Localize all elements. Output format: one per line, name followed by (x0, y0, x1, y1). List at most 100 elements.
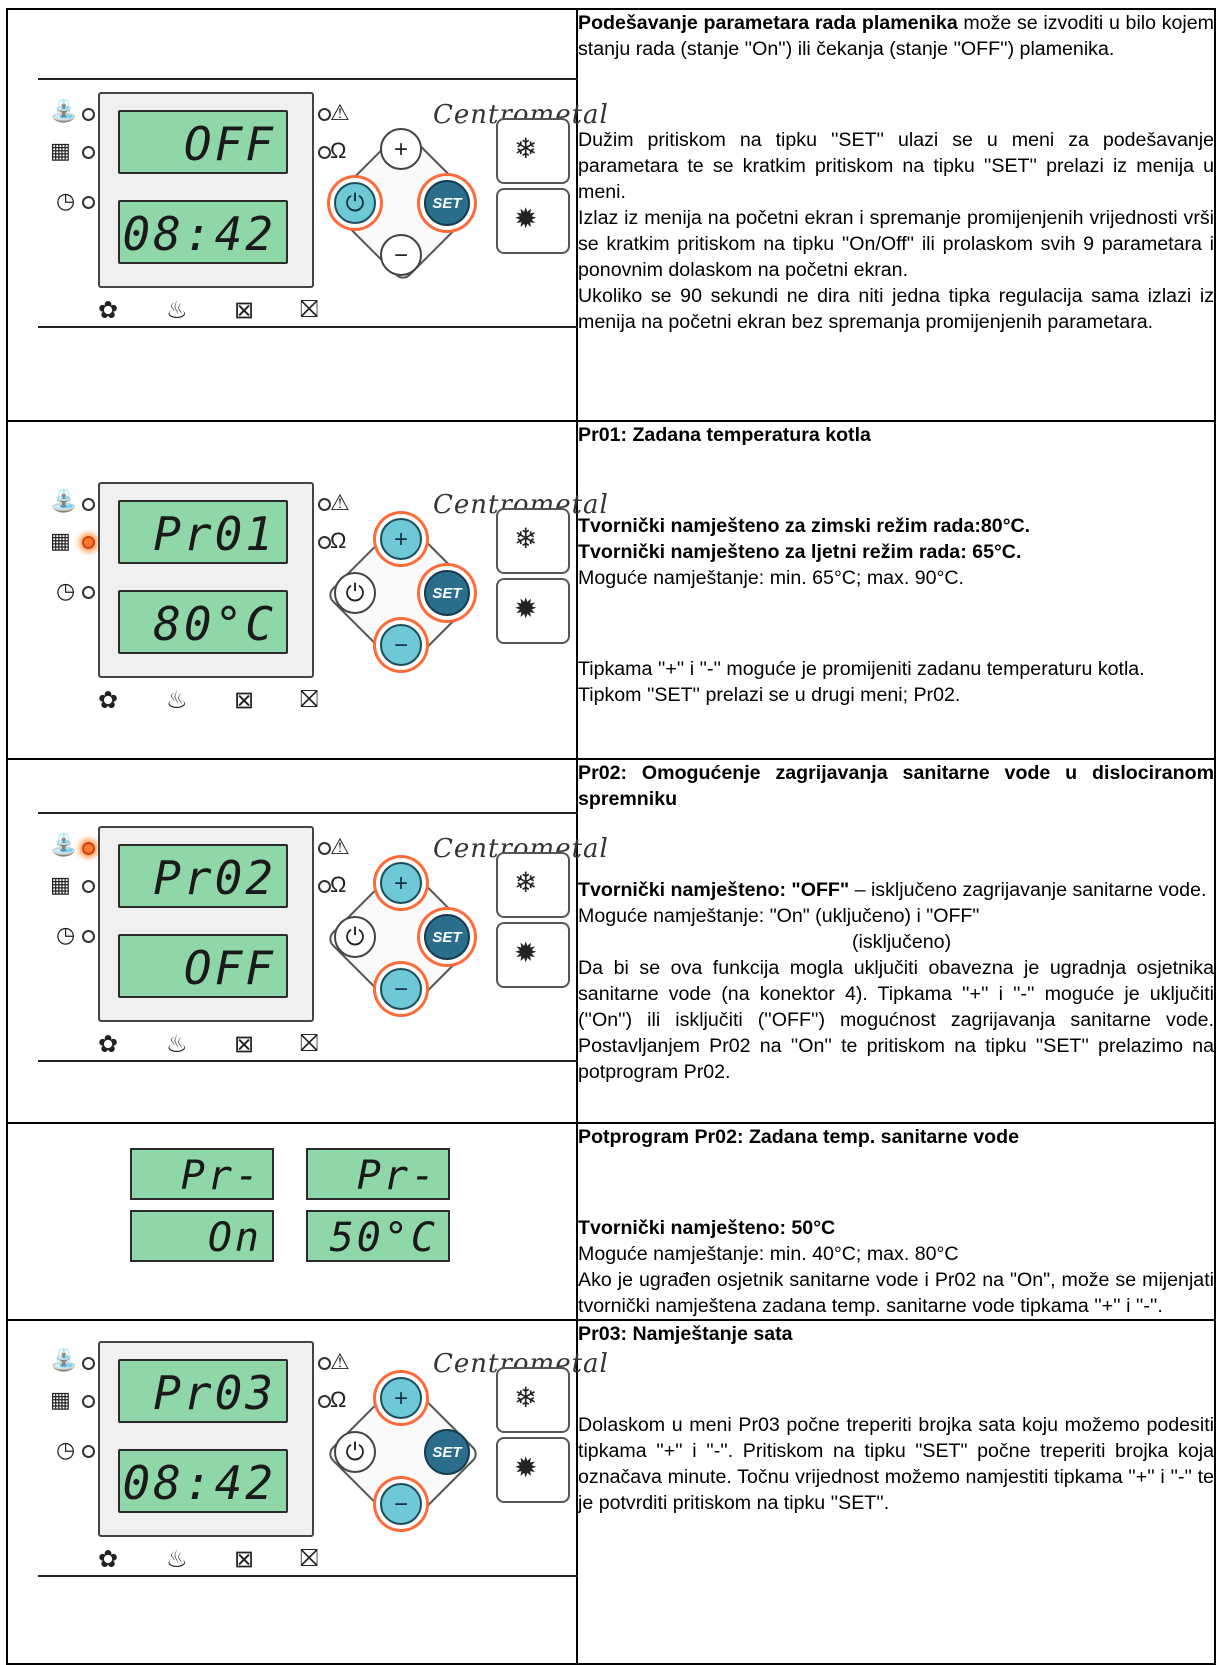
button-cluster: + ⏻ SET − (325, 1376, 481, 1532)
row-pr02: ⛲ ▦ ◷ Pr02 OFF ⚠ Ω Centrometal + ⏻ (6, 758, 1216, 1124)
clock-led (82, 1445, 95, 1459)
text: Tipkama ''+'' i ''-'' moguće je promijen… (578, 658, 1145, 681)
power-button[interactable]: ⏻ (334, 1431, 376, 1474)
pump-icon: ⊠ (234, 1546, 255, 1574)
row-pr01: ⛲ ▦ ◷ Pr01 80°C ⚠ Ω Centrometal + ⏻ (6, 420, 1216, 760)
panel-cell: ⛲ ▦ ◷ Pr01 80°C ⚠ Ω Centrometal + ⏻ (6, 420, 608, 760)
blank-line (578, 1170, 1214, 1196)
paragraph: Ako je ugrađen osjetnik sanitarne vode i… (578, 1267, 1214, 1319)
paragraph: Moguće namještanje: "On" (uključeno) i "… (578, 903, 1214, 929)
blank-line (578, 1367, 1214, 1393)
display-frame: Pr02 OFF (98, 826, 314, 1022)
minus-button[interactable]: − (380, 968, 422, 1010)
display-frame: Pr01 80°C (98, 482, 314, 678)
text: – isključeno zagrijavanje sanitarne vode… (849, 879, 1207, 902)
sun-tap-icon: ✹ (514, 1452, 538, 1484)
bold-text: Tvornički namješteno za zimski režim rad… (578, 515, 1031, 538)
power-button[interactable]: ⏻ (334, 182, 376, 224)
plus-button[interactable]: + (380, 128, 422, 170)
row-pr03: ⛲ ▦ ◷ Pr03 08:42 ⚠ Ω Centrometal + ⏻ (6, 1319, 1216, 1665)
paragraph: Tipkom ''SET'' prelazi se u drugi meni; … (578, 682, 1214, 708)
snowflake-radiator-icon: ❄ (514, 1382, 538, 1414)
minus-button[interactable]: − (380, 1483, 422, 1526)
dhw-led (82, 1357, 95, 1371)
fault-led (318, 146, 331, 159)
display-line-2: 08:42 (118, 1449, 288, 1514)
panel-cell: ⛲ ▦ ◷ Pr03 08:42 ⚠ Ω Centrometal + ⏻ (6, 1319, 608, 1665)
button-cluster: + ⏻ SET − (325, 861, 481, 1017)
fault-led (318, 1395, 331, 1409)
text: može se izvoditi u bilo kojem stanju rad… (578, 12, 1214, 60)
clock-icon: ◷ (56, 188, 76, 213)
panel-cell: ⛲ ▦ ◷ Pr02 OFF ⚠ Ω Centrometal + ⏻ (6, 758, 608, 1124)
paragraph: Moguće namještanje: min. 40°C; max. 80°C (578, 1241, 1214, 1267)
paragraph: Tvornički namješteno: 50°C (578, 1215, 1214, 1241)
alarm-led (318, 108, 331, 121)
bold-text: Tvornički namješteno: "OFF" (578, 879, 850, 902)
tap-water-icon: ⛲ (50, 832, 78, 857)
tap-water-icon: ⛲ (50, 1347, 78, 1373)
fan-icon: ✿ (98, 1546, 119, 1574)
set-button[interactable]: SET (424, 570, 470, 616)
feeder-icon: ⛝ (300, 1545, 319, 1573)
text: Moguće namještanje: "On" (uključeno) i "… (578, 905, 980, 928)
clock-icon: ◷ (56, 1437, 76, 1463)
control-panel: ⛲ ▦ ◷ Pr03 08:42 ⚠ Ω Centrometal + ⏻ (38, 1327, 608, 1578)
text: Moguće namještanje: min. 40°C; max. 80°C (578, 1243, 959, 1266)
paragraph: Tvornički namješteno: "OFF" – isključeno… (578, 877, 1214, 903)
button-cluster: + ⏻ SET − (325, 127, 481, 283)
radiator-icon: ▦ (50, 138, 71, 163)
heating-led (82, 880, 95, 893)
text-cell: Potprogram Pr02: Zadana temp. sanitarne … (576, 1121, 1216, 1322)
text-cell: Pr02: Omogućenje zagrijavanja sanitarne … (576, 758, 1216, 1124)
bold-text: Podešavanje parametara rada plamenika (578, 12, 958, 34)
set-button[interactable]: SET (424, 914, 470, 960)
warning-icon: ⚠ (330, 100, 350, 125)
text: Ukoliko se 90 sekundi ne dira niti jedna… (578, 285, 1214, 334)
text-cell: Podešavanje parametara rada plamenika mo… (576, 8, 1216, 422)
summer-mode-button[interactable]: ✹ (496, 188, 570, 254)
power-button[interactable]: ⏻ (334, 572, 376, 614)
summer-mode-button[interactable]: ✹ (496, 922, 570, 988)
alarm-led (318, 842, 331, 855)
display-frame: Pr03 08:42 (98, 1341, 314, 1538)
snowflake-radiator-icon: ❄ (514, 133, 538, 164)
plus-button[interactable]: + (380, 518, 422, 560)
minus-button[interactable]: − (380, 624, 422, 666)
clock-icon: ◷ (56, 922, 76, 947)
sub-display-1-line-1: Pr-02 (130, 1148, 274, 1251)
summer-mode-button[interactable]: ✹ (496, 578, 570, 644)
paragraph: Da bi se ova funkcija mogla uključiti ob… (578, 955, 1214, 1085)
pressure-icon: Ω (330, 138, 347, 163)
winter-mode-button[interactable]: ❄ (496, 118, 570, 184)
heating-led (82, 146, 95, 159)
plus-button[interactable]: + (380, 862, 422, 904)
alarm-led (318, 1357, 331, 1371)
summer-mode-button[interactable]: ✹ (496, 1437, 570, 1504)
pressure-icon: Ω (330, 1387, 347, 1413)
paragraph: Izlaz iz menija na početni ekran i sprem… (578, 205, 1214, 283)
power-button[interactable]: ⏻ (334, 916, 376, 958)
winter-mode-button[interactable]: ❄ (496, 1367, 570, 1434)
sun-tap-icon: ✹ (514, 203, 538, 234)
blank-line (578, 832, 1214, 858)
paragraph: Tipkama ''+'' i ''-'' moguće je promijen… (578, 656, 1214, 682)
paragraph: (isključeno) (578, 929, 1214, 955)
display-line-1: Pr02 (118, 844, 288, 908)
feeder-icon: ⛝ (300, 1030, 319, 1057)
sun-tap-icon: ✹ (514, 593, 538, 624)
text: Da bi se ova funkcija mogla uključiti ob… (578, 957, 1214, 1084)
minus-button[interactable]: − (380, 234, 422, 276)
paragraph: Pr02: Omogućenje zagrijavanja sanitarne … (578, 760, 1214, 812)
pressure-icon: Ω (330, 528, 347, 553)
bold-text: Pr03: Namještanje sata (578, 1323, 793, 1346)
sun-tap-icon: ✹ (514, 937, 538, 968)
set-button[interactable]: SET (424, 180, 470, 226)
row-intro: ⛲ ▦ ◷ OFF 08:42 ⚠ Ω Centrometal + ⏻ (6, 8, 1216, 422)
winter-mode-button[interactable]: ❄ (496, 508, 570, 574)
set-button[interactable]: SET (424, 1429, 470, 1476)
winter-mode-button[interactable]: ❄ (496, 852, 570, 918)
flame-icon: ♨ (166, 1031, 188, 1058)
plus-button[interactable]: + (380, 1377, 422, 1420)
